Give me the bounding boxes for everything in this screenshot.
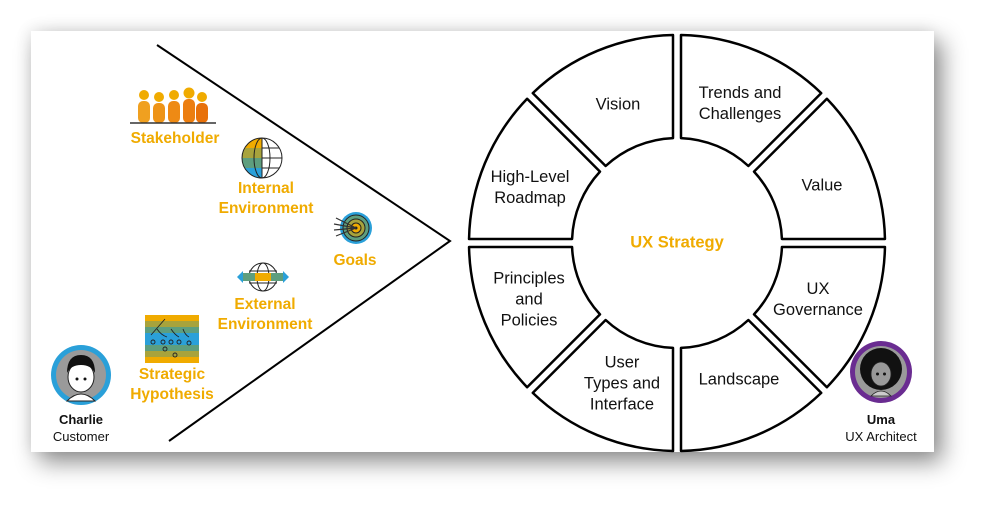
uma-name: Uma — [866, 412, 896, 427]
ring-segment-vision — [531, 33, 675, 168]
target-icon — [333, 212, 372, 244]
segment-label-principles: Principles and Policies — [493, 269, 565, 330]
ring-segment-trends — [679, 33, 823, 168]
internal-environment-text: Internal Environment — [218, 180, 314, 217]
ring-segment-user-types — [531, 318, 675, 453]
strategy-ring — [467, 33, 887, 453]
segment-label-user-types: User Types and Interface — [583, 353, 661, 414]
internal-environment-label: Internal Environment — [218, 179, 314, 219]
charlie-avatar — [51, 345, 111, 405]
playbook-icon — [145, 315, 199, 363]
segment-label-roadmap: High-Level Roadmap — [490, 168, 570, 207]
uma-role: UX Architect — [845, 429, 917, 444]
ring-segment-value — [752, 97, 887, 241]
ring-segment-landscape — [679, 318, 823, 453]
chevron-arrow — [156, 44, 452, 442]
center-label: UX Strategy — [630, 233, 724, 252]
globe-arrows-icon — [237, 262, 289, 292]
stakeholder-label: Stakeholder — [130, 130, 220, 147]
external-environment-text: External Environment — [217, 296, 313, 333]
strategic-hypothesis-text: Strategic Hypothesis — [130, 366, 214, 403]
strategic-hypothesis-label: Strategic Hypothesis — [124, 365, 220, 405]
ring-segment-governance — [752, 245, 887, 389]
half-globe-icon — [241, 137, 283, 179]
charlie-role: Customer — [52, 429, 110, 444]
charlie-name: Charlie — [58, 412, 104, 427]
external-environment-label: External Environment — [217, 295, 313, 335]
people-group-icon — [130, 87, 216, 124]
uma-avatar — [850, 341, 912, 403]
ring-segment-principles — [467, 245, 602, 389]
goals-label: Goals — [333, 252, 377, 269]
segment-label-landscape: Landscape — [698, 370, 780, 389]
ring-segment-roadmap — [467, 97, 602, 241]
segment-label-trends: Trends and Challenges — [698, 84, 782, 123]
segment-label-vision: Vision — [595, 95, 641, 114]
segment-label-governance: UX Governance — [773, 280, 863, 319]
segment-label-value: Value — [801, 176, 843, 195]
